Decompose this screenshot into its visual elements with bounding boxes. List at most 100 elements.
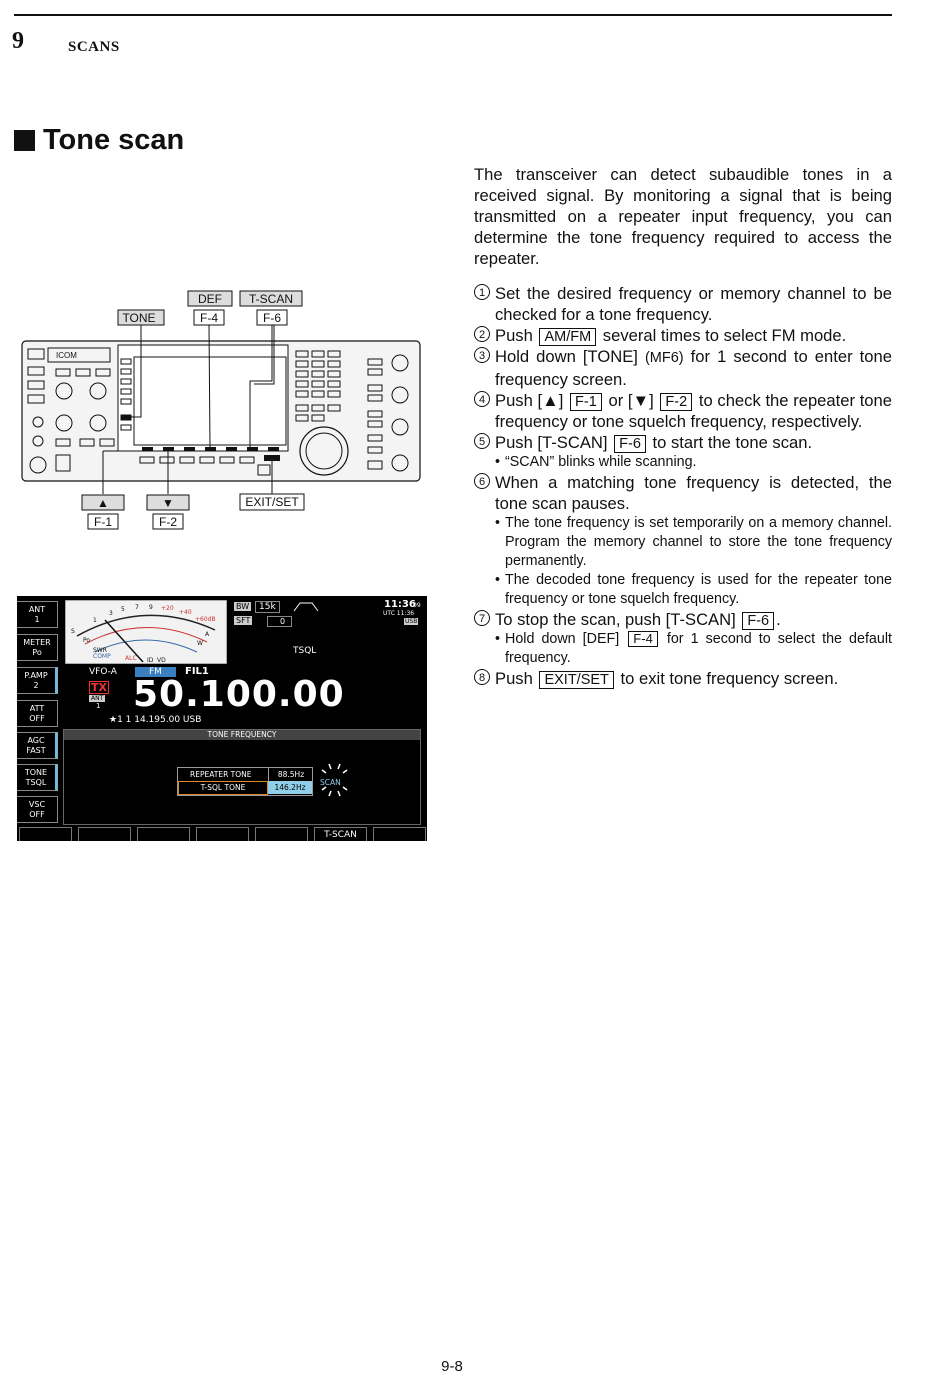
front-panel-diagram: DEF F-4 T-SCAN F-6 TONE ICOM <box>21 290 421 530</box>
callout-f2-box <box>152 513 184 530</box>
main-frequency: 50.100.00 <box>133 674 345 715</box>
vfo-label: VFO-A <box>89 667 117 677</box>
f2-key <box>163 447 174 451</box>
step-text: Push [▲] <box>495 391 564 410</box>
step-number: 3 <box>474 347 490 363</box>
callout-tscan: T-SCAN <box>249 292 293 306</box>
clock-seconds: 09 <box>413 602 421 609</box>
step-text-small: (MF6) <box>644 350 684 366</box>
tx-indicator: TX <box>89 681 109 694</box>
callout-exitset: EXIT/SET <box>245 495 299 509</box>
section-title-text: Tone scan <box>43 124 185 156</box>
step-3: 3 Hold down [TONE] (MF6) for 1 second to… <box>474 346 892 390</box>
step-text: Push [T-SCAN] <box>495 433 608 452</box>
step-number: 7 <box>474 610 490 626</box>
panel-button <box>27 394 45 404</box>
step-text: When a matching tone frequency is detect… <box>495 473 892 513</box>
panel-button <box>27 380 45 390</box>
callout-up-arrow-icon: ▲ <box>97 496 109 510</box>
fkey-5[interactable] <box>255 827 308 841</box>
square-bullet-icon <box>14 130 35 151</box>
bullet-icon: • <box>495 572 501 588</box>
note-text: The decoded tone frequency is used for t… <box>505 572 892 607</box>
svg-text:Po: Po <box>83 637 90 644</box>
step-text: for 1 second to enter tone frequency scr… <box>495 347 892 389</box>
fkey-3[interactable] <box>137 827 190 841</box>
page-number: 9-8 <box>441 1358 463 1375</box>
knob <box>391 418 409 436</box>
callout-down-arrow-icon: ▼ <box>162 496 174 510</box>
panel-button <box>55 368 71 377</box>
bullet-icon: • <box>495 515 501 531</box>
fkey-1[interactable] <box>19 827 72 841</box>
f1-key <box>142 447 153 451</box>
meter-needle-icon <box>104 619 144 663</box>
callout-up-box <box>81 494 125 511</box>
step-number: 6 <box>474 473 490 489</box>
step-text: Set the desired frequency or memory chan… <box>495 284 892 324</box>
note-text: Hold down [DEF] <box>505 631 620 647</box>
svg-text:A: A <box>205 631 210 638</box>
step-number: 1 <box>474 284 490 300</box>
key-f1: F-1 <box>570 393 602 411</box>
section-title: Tone scan <box>14 124 184 157</box>
mic-connector <box>29 456 47 474</box>
sft-label: SFT <box>234 616 253 625</box>
exit-set-key <box>264 455 280 461</box>
step-2: 2 Push AM/FM several times to select FM … <box>474 325 892 346</box>
step-1: 1 Set the desired frequency or memory ch… <box>474 283 892 325</box>
svg-text:VD: VD <box>157 657 166 664</box>
callout-tone: TONE <box>122 311 155 325</box>
panel-button <box>55 454 71 472</box>
step-text: to start the tone scan. <box>652 433 813 452</box>
knob <box>391 454 409 472</box>
step-text: or [▼] <box>608 391 654 410</box>
ant-label: ANT <box>89 695 106 702</box>
step-text: . <box>776 610 781 629</box>
callout-exitset-box <box>239 493 305 511</box>
tone-row-name: REPEATER TONE <box>190 770 252 779</box>
step-text: Hold down [TONE] <box>495 347 638 366</box>
svg-text:ALC: ALC <box>125 655 137 662</box>
panel-button <box>27 366 45 376</box>
callout-def-box <box>187 290 233 307</box>
fkey-7[interactable] <box>373 827 426 841</box>
intro-paragraph: The transceiver can detect subaudible to… <box>474 165 892 268</box>
key-f2: F-2 <box>660 393 693 411</box>
callout-f1: F-1 <box>94 515 112 529</box>
step-6-note-1: • The tone frequency is set temporarily … <box>474 514 892 571</box>
fkey-4[interactable] <box>196 827 249 841</box>
fkey-2[interactable] <box>78 827 131 841</box>
fkey-tscan[interactable]: T-SCAN <box>314 827 367 841</box>
svg-text:7: 7 <box>135 604 139 611</box>
filter-label: FIL1 <box>185 666 209 677</box>
svg-text:+20: +20 <box>161 605 174 612</box>
callout-f1-box <box>87 513 119 530</box>
callout-f6: F-6 <box>263 311 281 325</box>
step-5-note: • “SCAN” blinks while scanning. <box>474 453 892 472</box>
tone-row-value[interactable]: 88.5Hz <box>268 768 313 781</box>
tone-table: REPEATER TONE 88.5Hz T-SQL TONE 146.2Hz <box>177 767 313 796</box>
step-number: 5 <box>474 433 490 449</box>
tsql-row-value[interactable]: 146.2Hz <box>268 781 312 794</box>
key-f6: F-6 <box>614 435 646 453</box>
knob <box>391 386 409 404</box>
bw-label: BW <box>234 602 252 611</box>
tsql-indicator: TSQL <box>293 646 317 656</box>
callout-tscan-box <box>239 290 303 307</box>
brand-plate <box>47 347 111 363</box>
scan-blink-icon <box>321 763 348 797</box>
svg-text:9: 9 <box>149 604 153 611</box>
callout-def: DEF <box>198 292 222 306</box>
ant-number: 1 <box>96 702 101 710</box>
knob <box>391 354 409 372</box>
f4-key <box>205 447 216 451</box>
panel-title: TONE FREQUENCY <box>64 730 420 740</box>
mode-badge: FM <box>135 667 176 677</box>
step-text: Push <box>495 669 533 688</box>
step-7-note: • Hold down [DEF] F-4 for 1 second to se… <box>474 630 892 668</box>
